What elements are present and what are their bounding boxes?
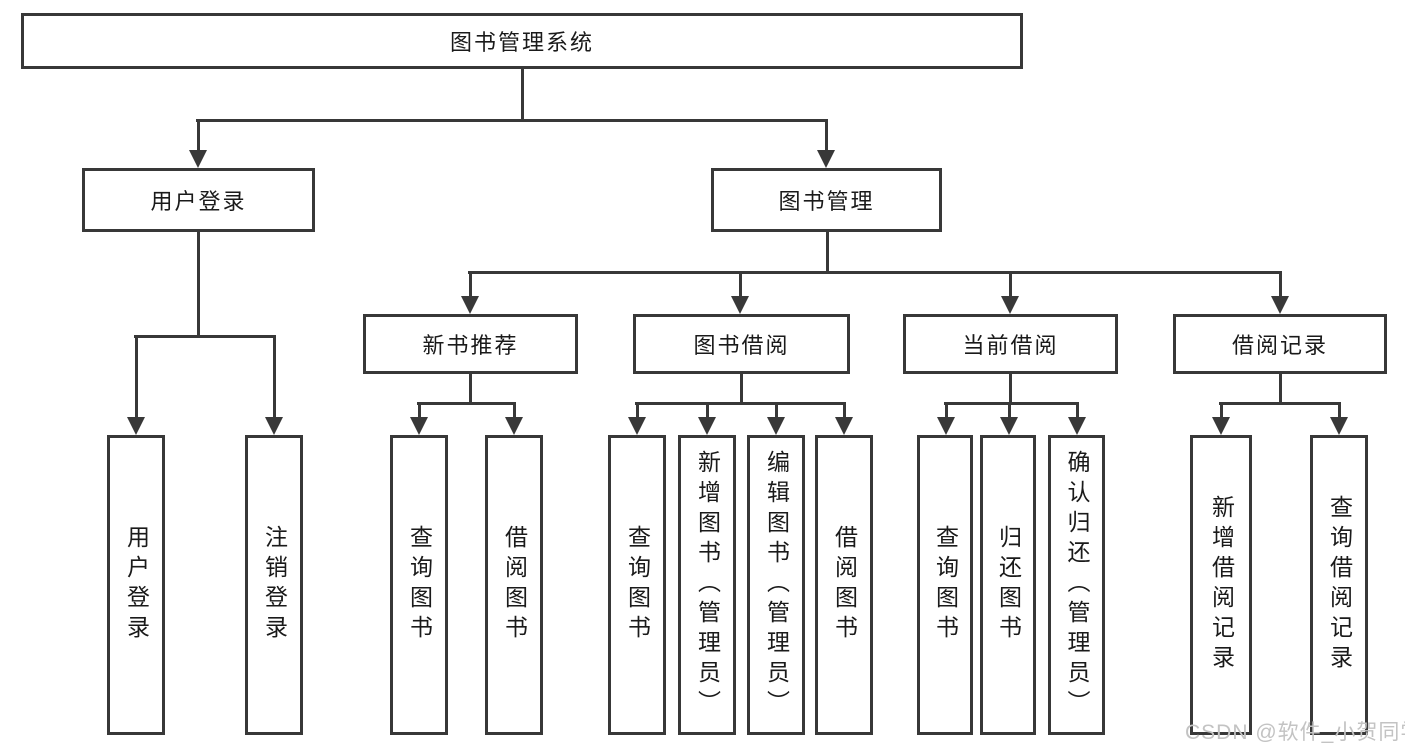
node-label: 借阅图书: [831, 525, 858, 645]
connector-line: [825, 120, 828, 154]
connector-line: [1220, 403, 1223, 419]
node-leaf-recommend-borrow-books: 借阅图书: [485, 435, 543, 735]
arrow-down-icon: [1000, 417, 1018, 435]
node-label: 查询图书: [932, 525, 959, 645]
arrow-down-icon: [937, 417, 955, 435]
connector-line: [1009, 272, 1012, 298]
arrow-down-icon: [1068, 417, 1086, 435]
connector-line: [513, 403, 516, 419]
arrow-down-icon: [1212, 417, 1230, 435]
node-label: 编辑图书（管理员）: [763, 450, 790, 720]
node-label: 用户登录: [150, 189, 247, 214]
node-leaf-user-login: 用户登录: [107, 435, 165, 735]
connector-line: [468, 271, 1282, 274]
connector-line: [135, 336, 138, 419]
connector-line: [826, 232, 829, 272]
node-book-management: 图书管理: [711, 168, 942, 232]
node-leaf-edit-books-admin: 编辑图书（管理员）: [747, 435, 805, 735]
connector-line: [1279, 272, 1282, 298]
connector-line: [417, 402, 516, 405]
arrow-down-icon: [817, 150, 835, 168]
node-label: 查询图书: [624, 525, 651, 645]
arrow-down-icon: [1001, 296, 1019, 314]
connector-line: [197, 232, 200, 336]
arrow-down-icon: [505, 417, 523, 435]
arrow-down-icon: [127, 417, 145, 435]
connector-line: [1008, 403, 1011, 419]
node-label: 查询图书: [406, 525, 433, 645]
node-label: 新书推荐: [422, 333, 519, 358]
connector-line: [636, 403, 639, 419]
connector-line: [1279, 374, 1282, 403]
connector-line: [469, 374, 472, 403]
node-borrowing-records: 借阅记录: [1173, 314, 1387, 374]
connector-line: [469, 272, 472, 298]
node-label: 查询借阅记录: [1326, 495, 1353, 675]
node-label: 借阅记录: [1231, 333, 1328, 358]
node-label: 新增图书（管理员）: [694, 450, 721, 720]
node-label: 当前借阅: [962, 333, 1059, 358]
node-current-borrowing: 当前借阅: [903, 314, 1118, 374]
node-leaf-add-books-admin: 新增图书（管理员）: [678, 435, 736, 735]
node-label: 借阅图书: [501, 525, 528, 645]
arrow-down-icon: [731, 296, 749, 314]
node-leaf-recommend-query-books: 查询图书: [390, 435, 448, 735]
connector-line: [944, 402, 1079, 405]
node-label: 新增借阅记录: [1208, 495, 1235, 675]
node-leaf-add-borrow-record: 新增借阅记录: [1190, 435, 1252, 735]
arrow-down-icon: [628, 417, 646, 435]
arrow-down-icon: [265, 417, 283, 435]
node-label: 图书管理: [778, 189, 875, 214]
connector-line: [273, 336, 276, 419]
arrow-down-icon: [835, 417, 853, 435]
node-leaf-logout: 注销登录: [245, 435, 303, 735]
connector-line: [1219, 402, 1341, 405]
node-new-book-recommend: 新书推荐: [363, 314, 578, 374]
connector-line: [196, 119, 828, 122]
node-label: 确认归还（管理员）: [1064, 450, 1090, 720]
node-label: 图书借阅: [693, 333, 790, 358]
connector-line: [706, 403, 709, 419]
connector-line: [945, 403, 948, 419]
node-leaf-return-books: 归还图书: [980, 435, 1036, 735]
csdn-watermark: CSDN @软件_小贺同学: [1185, 721, 1405, 744]
connector-line: [134, 335, 276, 338]
connector-line: [418, 403, 421, 419]
connector-line: [635, 402, 846, 405]
node-label: 归还图书: [995, 525, 1022, 645]
arrow-down-icon: [1271, 296, 1289, 314]
node-label: 图书管理系统: [449, 30, 594, 55]
arrow-down-icon: [698, 417, 716, 435]
node-leaf-borrowing-query-books: 查询图书: [608, 435, 666, 735]
connector-line: [1338, 403, 1341, 419]
arrow-down-icon: [1330, 417, 1348, 435]
connector-line: [740, 374, 743, 403]
node-user-login: 用户登录: [82, 168, 315, 232]
connector-line: [739, 272, 742, 298]
arrow-down-icon: [461, 296, 479, 314]
node-label: 注销登录: [261, 525, 288, 645]
arrow-down-icon: [410, 417, 428, 435]
node-label: 用户登录: [123, 525, 150, 645]
node-library-system: 图书管理系统: [21, 13, 1023, 69]
connector-line: [1009, 374, 1012, 403]
connector-line: [843, 403, 846, 419]
node-leaf-confirm-return-admin: 确认归还（管理员）: [1048, 435, 1105, 735]
connector-line: [521, 69, 524, 122]
arrow-down-icon: [189, 150, 207, 168]
connector-line: [775, 403, 778, 419]
node-leaf-borrowing-borrow-books: 借阅图书: [815, 435, 873, 735]
arrow-down-icon: [767, 417, 785, 435]
connector-line: [1076, 403, 1079, 419]
node-book-borrowing: 图书借阅: [633, 314, 850, 374]
connector-line: [197, 120, 200, 154]
node-leaf-current-query-books: 查询图书: [917, 435, 973, 735]
node-leaf-query-borrow-record: 查询借阅记录: [1310, 435, 1368, 735]
